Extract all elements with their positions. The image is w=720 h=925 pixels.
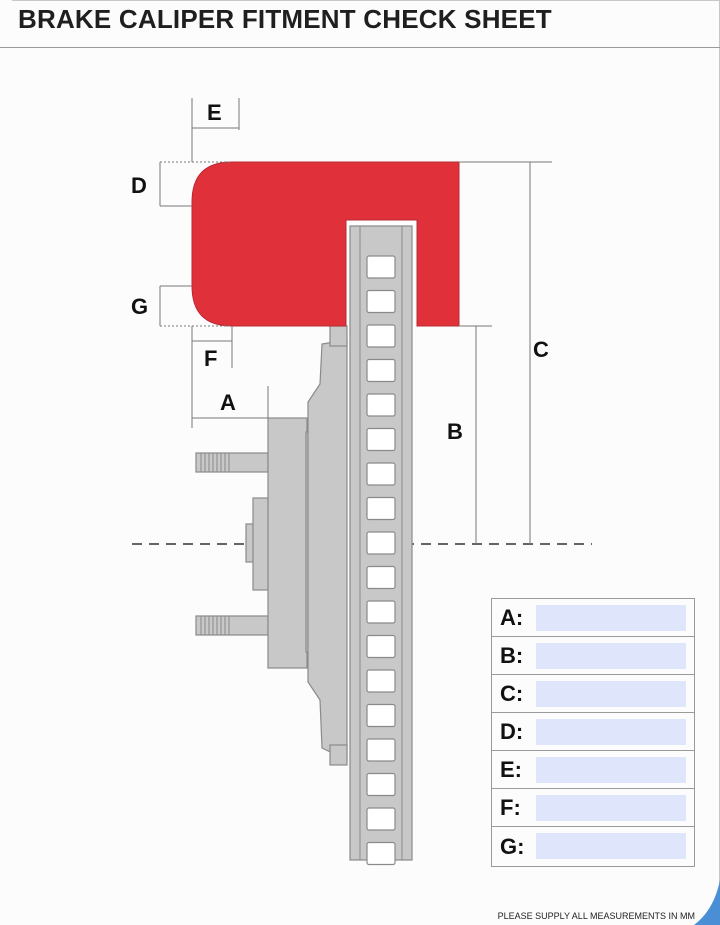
measurement-row-a: A:: [492, 599, 694, 637]
measurement-row-d: D:: [492, 713, 694, 751]
measurement-label: B:: [500, 642, 524, 668]
measurement-label: C:: [500, 680, 524, 706]
dim-label-d: D: [131, 173, 147, 198]
measurement-a-input[interactable]: [536, 605, 686, 631]
disc-vane: [366, 427, 396, 452]
disc-vane: [366, 496, 396, 521]
measurement-label: G:: [500, 833, 525, 859]
disc-vane: [366, 462, 396, 486]
title-divider: [0, 47, 720, 48]
measurement-row-g: G:: [492, 827, 694, 866]
measurement-b-input[interactable]: [536, 643, 686, 669]
dim-label-g: G: [131, 294, 148, 319]
footer-note: PLEASE SUPPLY ALL MEASUREMENTS IN MM: [497, 911, 695, 921]
measurement-c-input[interactable]: [536, 681, 686, 707]
measurement-d-input[interactable]: [536, 719, 686, 745]
brake-caliper: [191, 161, 460, 327]
dim-label-b: B: [447, 419, 463, 444]
top-border: [12, 0, 720, 1]
dim-label-f: F: [204, 346, 217, 371]
measurement-label: E:: [500, 756, 522, 782]
disc-vane: [366, 358, 396, 383]
disc-vane: [366, 669, 396, 693]
disc-vane: [366, 772, 396, 797]
measurement-label: F:: [500, 794, 521, 820]
stud-threads: [200, 453, 230, 635]
dimension-lines: [159, 98, 552, 544]
measurement-row-b: B:: [492, 637, 694, 675]
wheel-hub: [195, 325, 348, 766]
dim-label-e: E: [207, 100, 222, 125]
disc-vane: [366, 255, 396, 279]
hub-flange: [267, 417, 308, 669]
disc-hat-lip-bottom: [329, 744, 348, 766]
dim-label-c: C: [533, 337, 549, 362]
dim-label-a: A: [220, 390, 236, 415]
disc-cooling-vanes: [366, 255, 396, 866]
disc-vane: [366, 393, 396, 417]
disc-vane: [366, 807, 396, 831]
disc-vane: [366, 738, 396, 762]
disc-vane: [366, 289, 396, 314]
corner-accent: [694, 880, 720, 925]
disc-vane: [366, 531, 396, 555]
disc-vane: [366, 565, 396, 590]
disc-vane: [366, 703, 396, 728]
disc-hat: [307, 339, 348, 761]
disc-vane: [366, 841, 396, 866]
measurement-label: A:: [500, 604, 524, 630]
measurement-row-f: F:: [492, 789, 694, 827]
measurement-row-e: E:: [492, 751, 694, 789]
measurement-g-input[interactable]: [536, 833, 686, 859]
measurement-row-c: C:: [492, 675, 694, 713]
page-title: BRAKE CALIPER FITMENT CHECK SHEET: [18, 4, 552, 34]
measurements-table: A: B: C: D: E: F: G:: [491, 598, 695, 867]
measurement-f-input[interactable]: [536, 795, 686, 821]
disc-vane: [366, 634, 396, 659]
disc-vane: [366, 600, 396, 624]
disc-vane: [366, 324, 396, 348]
measurement-e-input[interactable]: [536, 757, 686, 783]
measurement-label: D:: [500, 718, 524, 744]
